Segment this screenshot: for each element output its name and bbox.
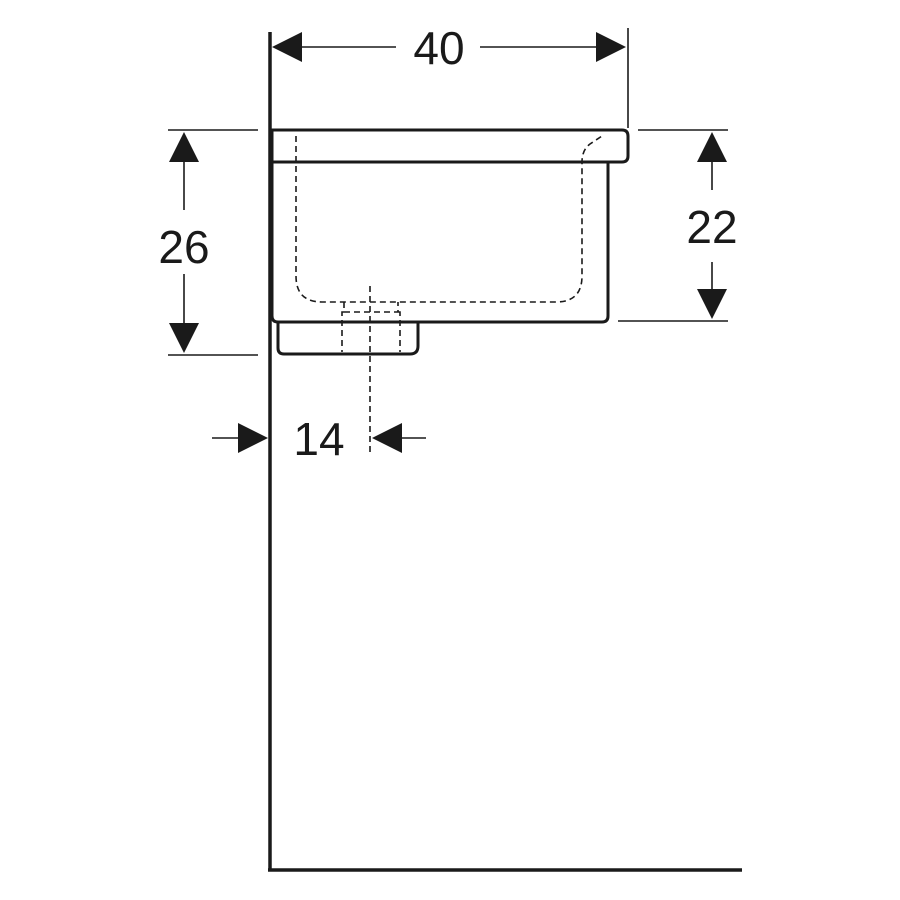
drain-offset-arrow-left <box>238 423 268 453</box>
basin-height-arrow-down <box>697 289 727 319</box>
drain-offset-dimension-label: 14 <box>293 413 344 465</box>
basin-height-dimension-label: 22 <box>686 201 737 253</box>
total-height-dimension: 26 <box>158 129 258 356</box>
width-arrow-left <box>272 32 302 62</box>
width-arrow-right <box>596 32 626 62</box>
basin-height-arrow-up <box>697 132 727 162</box>
total-height-arrow-up <box>169 132 199 162</box>
inner-bowl-hidden-line <box>295 135 603 303</box>
drain-offset-dimension: 14 <box>212 413 426 465</box>
drain-housing <box>276 322 420 356</box>
drain-hidden-line <box>341 302 401 352</box>
wall-and-floor <box>268 32 742 872</box>
total-height-arrow-down <box>169 323 199 353</box>
drain-offset-arrow-right <box>372 423 402 453</box>
width-dimension-label: 40 <box>413 22 464 74</box>
washbasin <box>270 128 630 356</box>
basin-height-dimension: 22 <box>618 129 738 322</box>
width-dimension: 40 <box>272 22 629 128</box>
basin-outer-outline <box>270 128 630 324</box>
total-height-dimension-label: 26 <box>158 221 209 273</box>
